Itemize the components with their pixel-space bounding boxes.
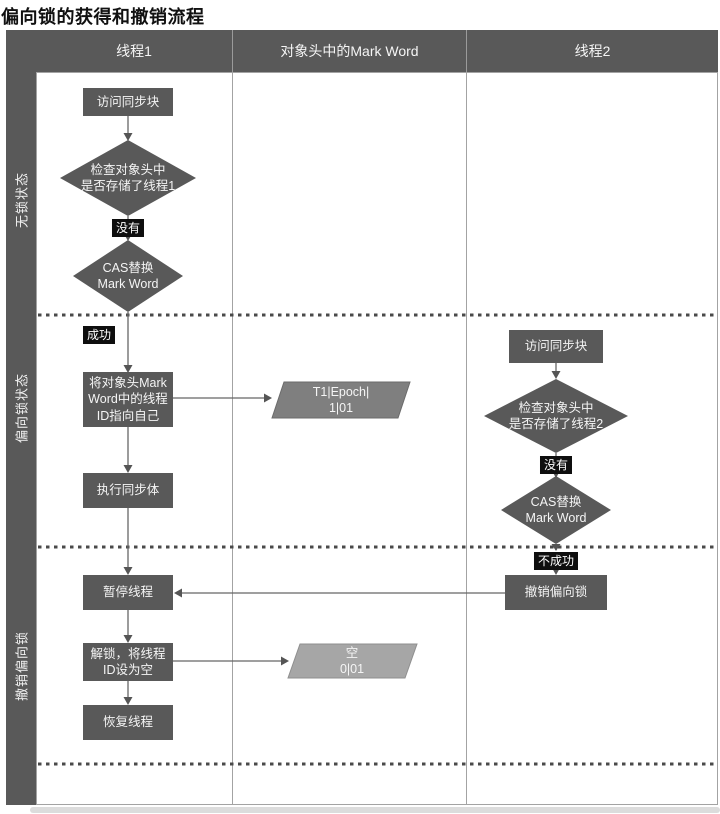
node-label: 将对象头Mark <box>89 376 167 391</box>
arrowhead <box>123 365 133 373</box>
column-header-markword: 对象头中的Mark Word <box>232 30 466 72</box>
column-header-thread1-label: 线程1 <box>116 43 152 59</box>
decision-check-header-thread2 <box>484 379 628 453</box>
decision-cas-replace-thread2 <box>501 476 611 544</box>
node-label: 执行同步体 <box>96 483 160 498</box>
column-header-thread2-label: 线程2 <box>574 43 611 59</box>
node-label: 访问同步块 <box>96 94 160 109</box>
column-header-thread1: 线程1 <box>36 30 232 72</box>
decision-cas-replace-thread1 <box>73 240 183 312</box>
node-label: 恢复线程 <box>102 715 153 730</box>
node-label: ID指向自己 <box>96 408 160 423</box>
node-resume-thread: 恢复线程 <box>83 705 173 740</box>
phase-sidebar <box>6 30 36 805</box>
arrowhead <box>174 588 182 598</box>
decision-check-header-thread1 <box>60 140 196 216</box>
node-label: 撤销偏向锁 <box>524 585 588 600</box>
node-set-thread-id: 将对象头Mark Word中的线程 ID指向自己 <box>83 372 173 427</box>
chip-no-thread1: 没有 <box>111 219 145 237</box>
node-access-sync-thread2: 访问同步块 <box>509 330 603 363</box>
column-header-markword-label: 对象头中的Mark Word <box>280 43 419 59</box>
chip-success-thread1: 成功 <box>83 326 116 344</box>
chip-no-thread2: 没有 <box>539 456 573 474</box>
arrowhead <box>551 544 561 551</box>
column-header-thread2: 线程2 <box>466 30 718 72</box>
node-label: 访问同步块 <box>524 339 588 354</box>
markword-biased-parallelogram <box>271 381 411 419</box>
node-exec-sync-body: 执行同步体 <box>83 473 173 508</box>
arrowhead <box>123 697 133 705</box>
connectors-thread1 <box>123 116 505 705</box>
node-label: ID设为空 <box>102 663 153 677</box>
bottom-strip <box>30 807 720 813</box>
arrowhead <box>123 567 133 575</box>
node-access-sync-thread1: 访问同步块 <box>83 88 173 116</box>
page-title: 偏向锁的获得和撤销流程 <box>1 7 205 27</box>
node-revoke-biased-lock: 撤销偏向锁 <box>505 575 607 610</box>
chip-fail-thread2: 不成功 <box>533 552 579 570</box>
arrowhead <box>551 371 561 379</box>
node-pause-thread: 暂停线程 <box>83 575 173 610</box>
node-label: 暂停线程 <box>102 585 153 600</box>
arrowhead <box>281 656 289 666</box>
arrowhead <box>123 133 133 141</box>
markword-empty-parallelogram <box>287 643 418 679</box>
node-label: 解锁，将线程 <box>90 646 166 661</box>
arrowhead <box>123 465 133 473</box>
arrowhead <box>123 635 133 643</box>
lane-outer-border <box>36 72 718 805</box>
node-label: Word中的线程 <box>88 392 168 407</box>
node-unlock-clear-id: 解锁，将线程 ID设为空 <box>83 643 173 681</box>
arrowhead <box>264 393 272 403</box>
